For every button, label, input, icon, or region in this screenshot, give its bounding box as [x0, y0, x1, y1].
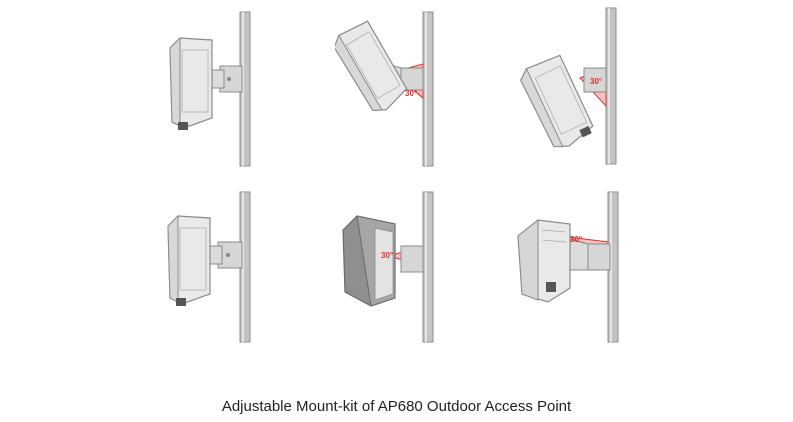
- mount-bracket: [583, 67, 607, 93]
- pole: [605, 7, 617, 165]
- access-point-device: [335, 20, 408, 112]
- access-point-device: [520, 54, 594, 148]
- panel-mount-upright-side: [167, 191, 251, 343]
- panel-mount-tilt-down: 30°: [520, 7, 617, 165]
- access-point-device: [169, 36, 213, 130]
- access-point-device: [342, 215, 396, 307]
- angle-label: 30°: [405, 89, 417, 98]
- mount-bracket: [207, 241, 243, 269]
- access-point-device: [517, 218, 571, 303]
- mount-bracket: [400, 245, 424, 273]
- access-point-device: [167, 214, 211, 306]
- panel-mount-swivel-right: 30°: [517, 191, 619, 343]
- mount-bracket: [209, 65, 243, 93]
- angle-label: 30°: [590, 77, 602, 86]
- pole: [422, 11, 434, 167]
- angle-label: 30°: [381, 251, 393, 260]
- figure-caption: Adjustable Mount-kit of AP680 Outdoor Ac…: [221, 398, 572, 415]
- panel-mount-tilt-up: 30°: [335, 11, 434, 167]
- angle-label: 30°: [570, 235, 582, 244]
- panel-mount-upright-front: [169, 11, 251, 167]
- pole: [422, 191, 434, 343]
- panel-mount-swivel-left: 30°: [342, 191, 434, 343]
